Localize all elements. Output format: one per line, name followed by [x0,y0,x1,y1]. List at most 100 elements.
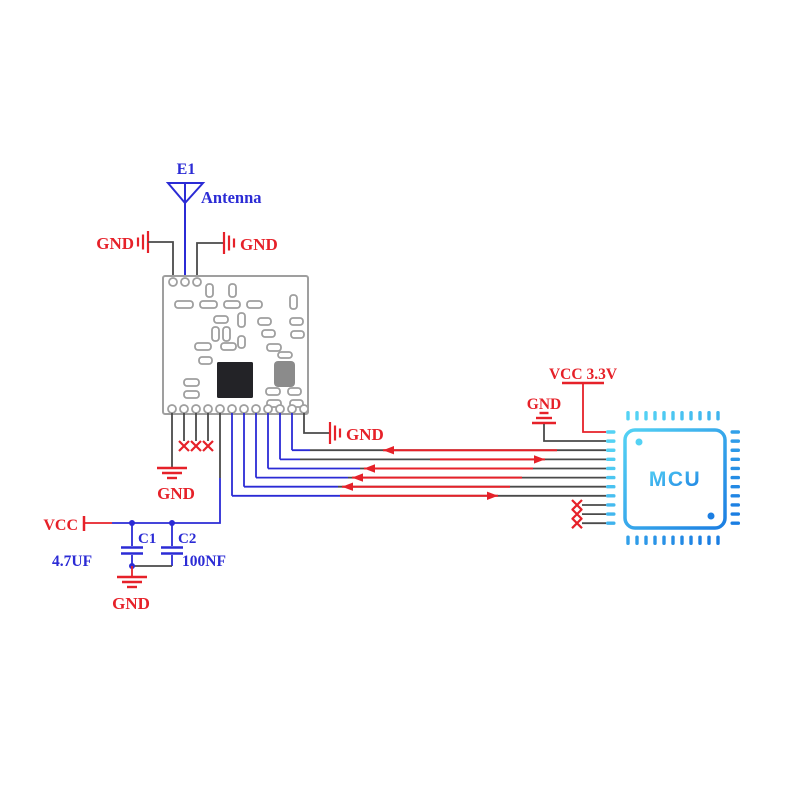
mcu-pin-bottom [698,535,702,545]
mcu-pin-left [606,485,616,489]
mcu-pin-right [730,439,740,443]
c1-value-label: 4.7UF [52,553,92,570]
mcu-pin-bottom [662,535,666,545]
module-ic-main [217,362,253,398]
vcc-rail [112,478,221,524]
module-bottom-pin [227,404,237,414]
module-pad [199,300,218,309]
gnd-label-module-right: GND [346,425,384,444]
mcu-pin-left [606,430,616,434]
module-pad [277,351,293,359]
module-bottom-pin [275,404,285,414]
vcc-3v3-wire [582,383,606,433]
mcu-label: MCU [649,468,701,491]
module-pad [237,312,246,328]
mcu-pin-left [606,494,616,498]
signal-arrowhead [352,473,363,482]
mcu-pin-bottom [680,535,684,545]
mcu-pin-left [606,439,616,443]
mcu-pin-top [662,411,666,421]
module-bottom-pin [239,404,249,414]
module-pad [183,378,200,387]
module-pad [213,315,229,324]
c1-ref-label: C1 [138,531,156,547]
module-pad [223,300,241,309]
module-bottom-pin [263,404,273,414]
module-pad [205,283,214,298]
vcc-label: VCC [43,517,78,534]
signal-arrowhead [342,482,353,491]
module-bottom-pin [203,404,213,414]
mcu-pin-top [689,411,693,421]
mcu-pin-right [730,457,740,462]
mcu-pin-left [606,512,616,516]
module-pad [222,326,231,342]
signal-arrowhead [534,455,545,464]
module-pad [174,300,194,309]
gnd-label-antenna-left: GND [96,234,134,253]
no-connect-x [190,440,202,452]
antenna-gnd-wire-left [148,241,174,276]
gnd-label-module-pin1: GND [157,484,195,503]
signal-arrowhead [364,464,375,473]
module-pad [266,343,282,352]
module-pad [246,300,263,309]
mcu-pin-top [698,411,702,421]
mcu-pin-right [730,466,740,471]
antenna-label: Antenna [201,188,262,207]
module-pad [220,342,237,351]
mcu-pin-bottom [644,535,648,545]
module-bottom-pin [299,404,309,414]
module-pad [289,317,304,326]
module-bottom-pin [179,404,189,414]
mcu-pin-left [606,448,616,452]
module-pad [194,342,212,351]
mcu-pin-top [671,411,675,421]
signal-arrowhead [383,446,394,455]
gnd-label-mcu: GND [527,396,561,413]
module-top-pin [180,277,190,287]
module-ic-secondary [274,361,295,387]
antenna-ref-label: E1 [177,161,196,178]
mcu-gnd-wire [543,424,606,442]
mcu-pin-bottom [671,535,675,545]
gnd-label-caps: GND [112,594,150,613]
mcu-pin-left [606,475,616,480]
module-pad [257,317,272,326]
mcu-pin-right [730,475,740,480]
mcu-pin-bottom [716,535,720,545]
module-pad [198,356,213,365]
no-connect-x [202,440,214,452]
mcu-body [623,428,727,530]
mcu-pin-left [606,466,616,471]
no-connect-x [178,440,190,452]
module-bottom-pin [251,404,261,414]
no-connect-x [571,499,583,511]
module-pad [289,294,298,310]
mcu-pin-bottom [689,535,693,545]
mcu-pin-right [730,430,740,434]
mcu-pin-bottom [635,535,639,545]
c2-ref-label: C2 [178,531,196,547]
mcu-pin-bottom [707,535,711,545]
module-pad [228,283,237,298]
module-pad [261,329,276,338]
mcu-pin-top [635,411,639,421]
gnd-label-antenna-right: GND [240,235,278,254]
module-bottom-pin [215,404,225,414]
mcu-pin-bottom [653,535,657,545]
mcu-pin-top [680,411,684,421]
mcu-pin-top [707,411,711,421]
c2-value-label: 100NF [182,553,226,570]
module-pad [211,326,220,342]
module-gnd-wire-right [303,413,330,434]
module-pad [183,390,200,399]
mcu-pin-right [730,512,740,516]
module-pad [265,387,281,396]
mcu-pin-top [653,411,657,421]
mcu-corner-dot [707,512,715,520]
signal-arrowhead [487,491,498,500]
mcu-pin-top [626,411,630,421]
mcu-pin-top [644,411,648,421]
